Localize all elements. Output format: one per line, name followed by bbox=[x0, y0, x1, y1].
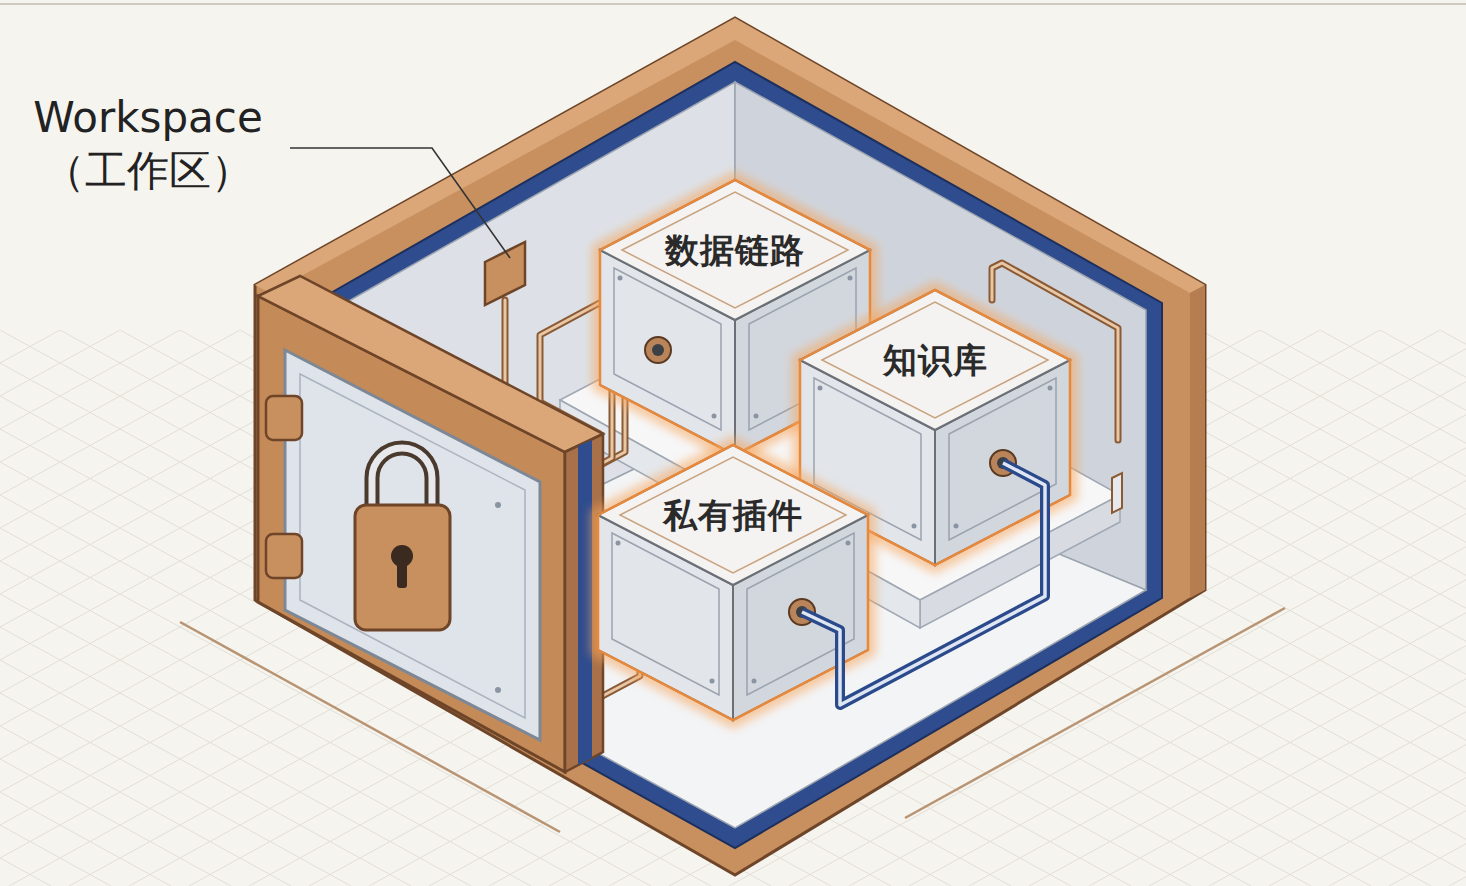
module-cube bbox=[954, 524, 959, 529]
module-cube bbox=[912, 524, 917, 529]
module-cube bbox=[598, 445, 868, 720]
module-cube bbox=[990, 450, 1016, 476]
workspace-label: Workspace （工作区） bbox=[23, 92, 273, 197]
module-cube bbox=[754, 414, 759, 419]
workspace-vault bbox=[322, 62, 1162, 848]
module-cube bbox=[614, 268, 721, 430]
module-cube bbox=[645, 337, 671, 363]
module-cube bbox=[612, 533, 719, 695]
module-cube bbox=[752, 679, 757, 684]
module-cube bbox=[846, 541, 851, 546]
workspace-vault bbox=[255, 18, 1205, 875]
module-cube bbox=[848, 276, 853, 281]
module-label: 私有插件 bbox=[598, 493, 868, 539]
module-cube bbox=[710, 679, 715, 684]
workspace-vault bbox=[1190, 285, 1205, 598]
module-cube bbox=[598, 445, 868, 720]
module-cube bbox=[618, 276, 623, 281]
module-box: 私有插件 bbox=[598, 445, 868, 720]
module-label: 知识库 bbox=[800, 338, 1070, 384]
module-cube bbox=[600, 180, 870, 320]
workspace-box: Workspace （工作区）数据链路知识库私有插件 bbox=[255, 15, 1205, 875]
module-cube bbox=[818, 386, 823, 391]
module-label: 数据链路 bbox=[600, 228, 870, 274]
module-cube bbox=[616, 541, 621, 546]
module-cube bbox=[598, 445, 868, 720]
workspace-vault bbox=[340, 82, 1146, 828]
module-cube bbox=[1048, 386, 1053, 391]
module-cube bbox=[712, 414, 717, 419]
module-cube bbox=[997, 457, 1009, 469]
module-cube bbox=[949, 378, 1056, 540]
module-cube bbox=[796, 606, 808, 618]
module-cube bbox=[800, 290, 1070, 430]
module-cube bbox=[789, 599, 815, 625]
module-cube bbox=[747, 533, 854, 695]
module-cube bbox=[598, 445, 868, 585]
top-rule bbox=[0, 3, 1466, 5]
module-cube bbox=[652, 344, 664, 356]
